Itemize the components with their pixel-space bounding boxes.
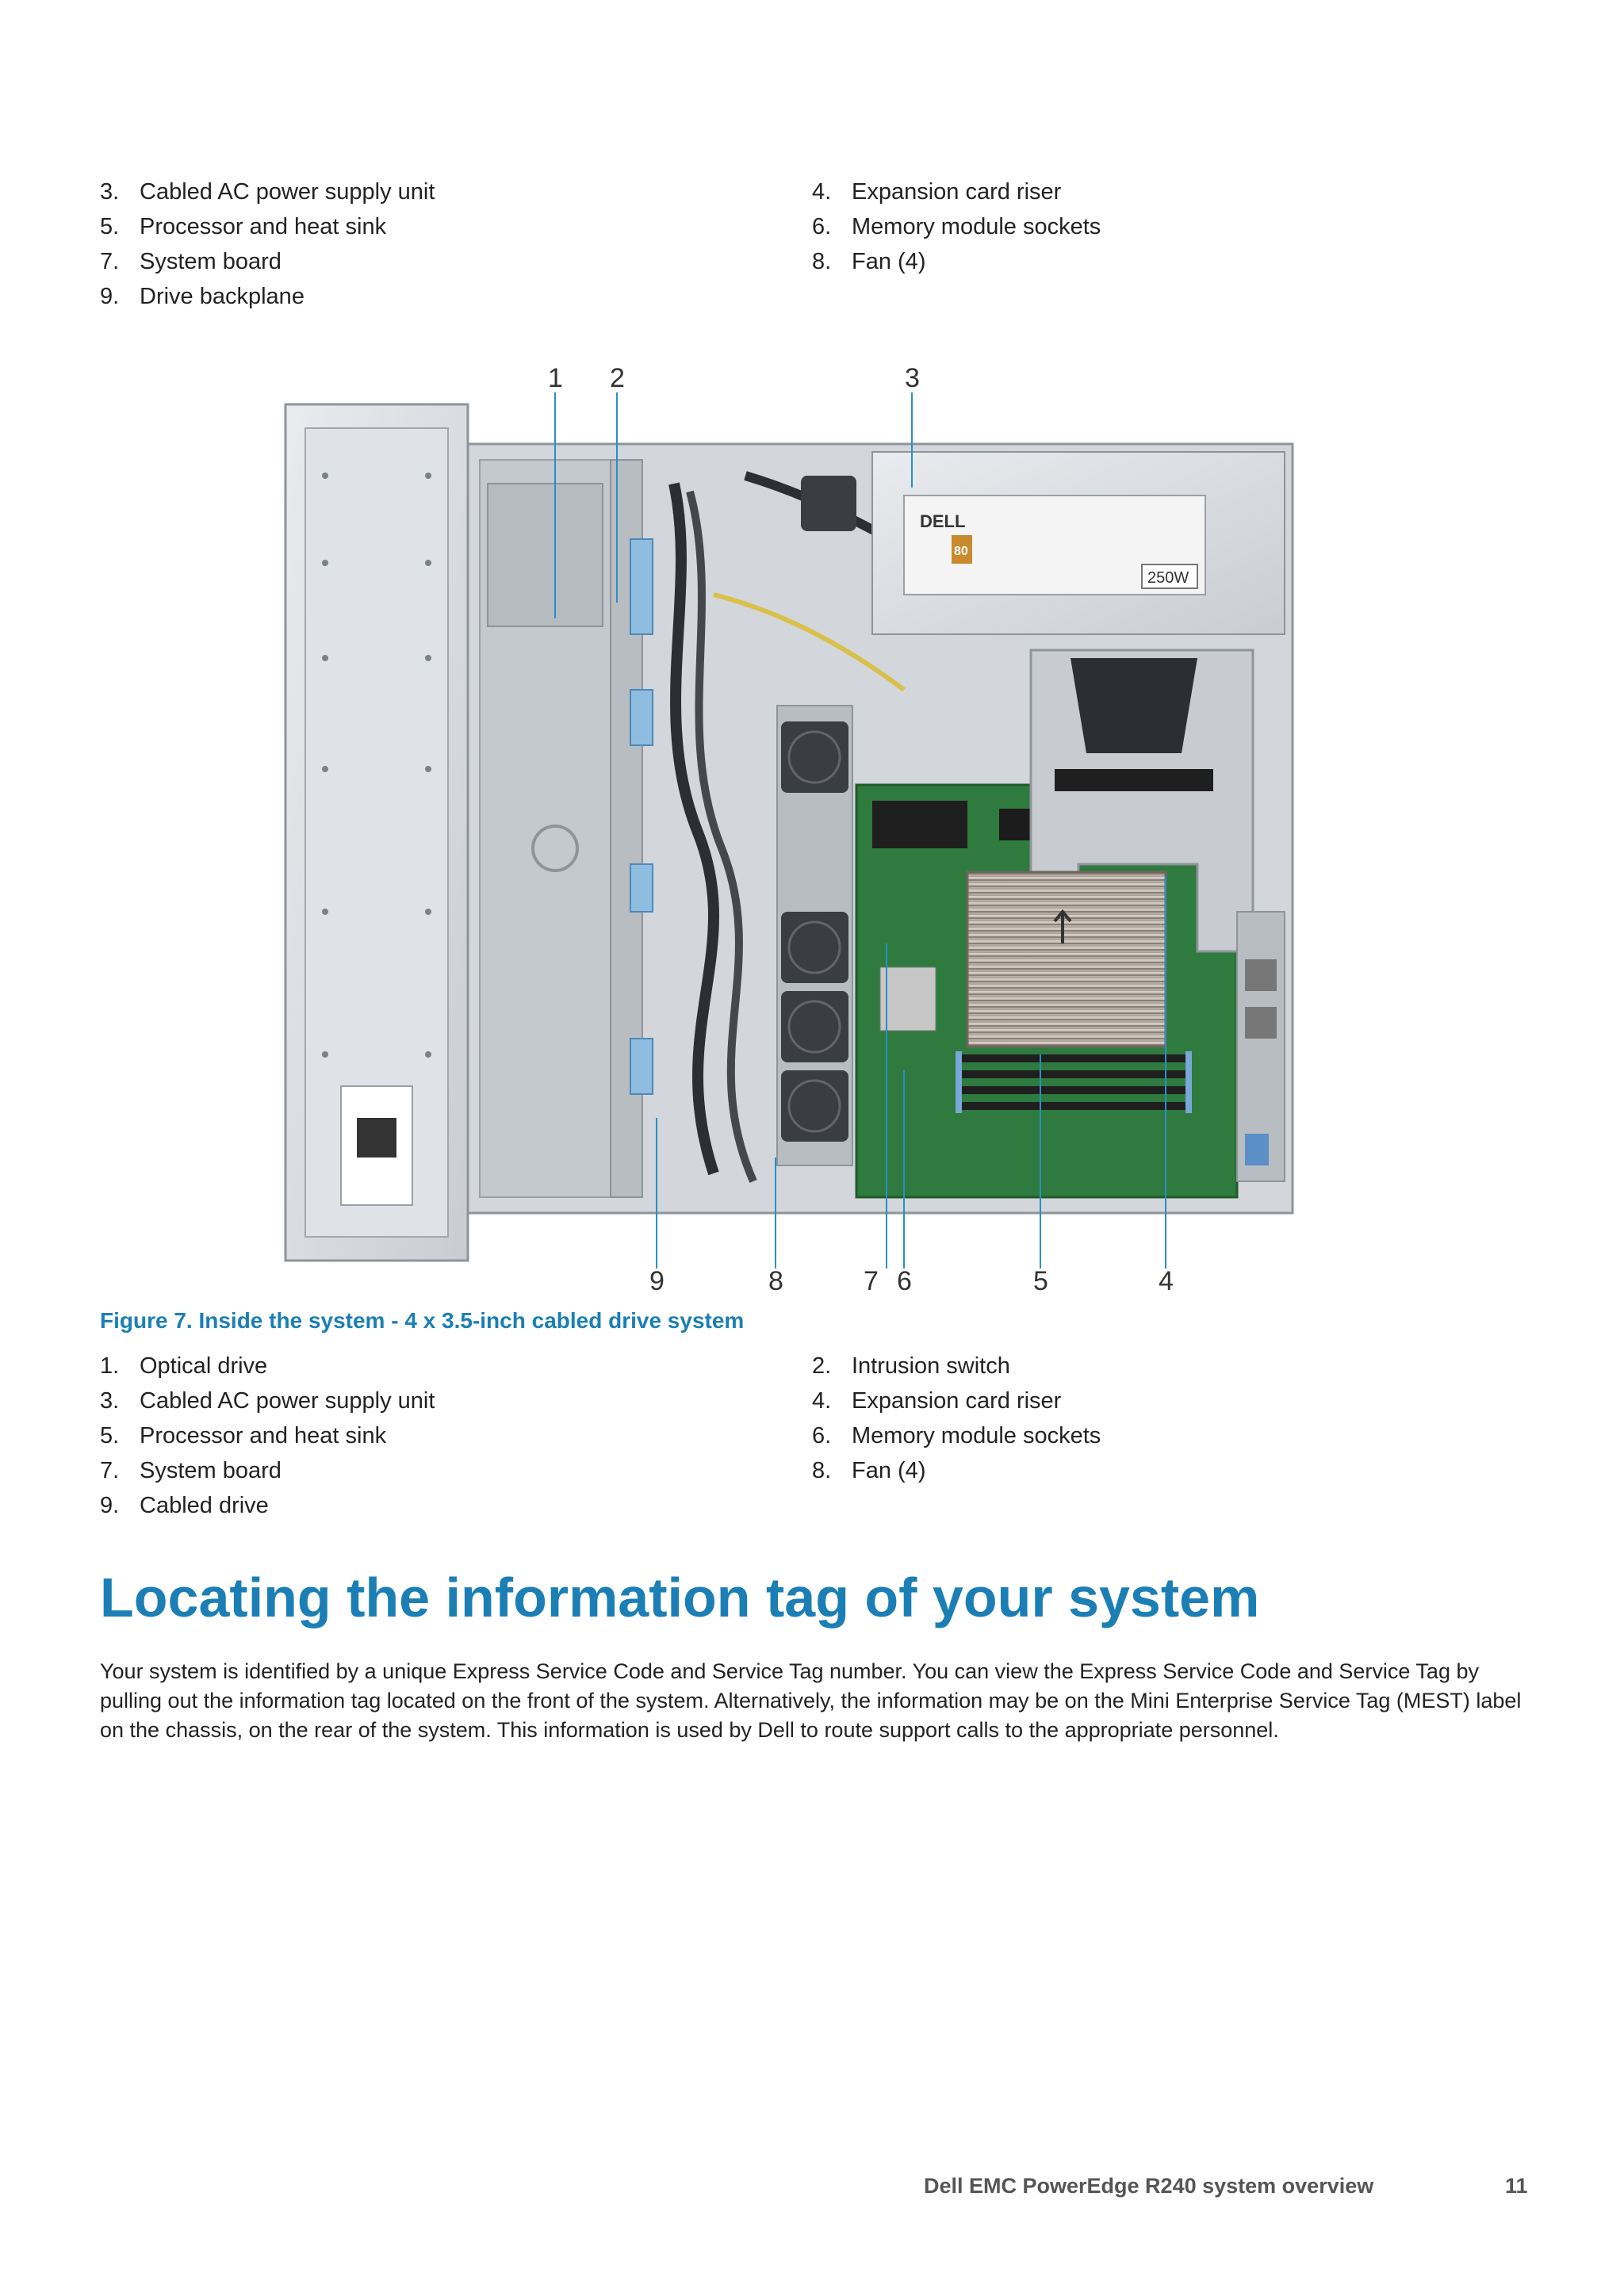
callout-3: 3: [905, 363, 920, 393]
list-item: 7.System board: [100, 1458, 282, 1483]
callout-5: 5: [1033, 1266, 1048, 1292]
figure-caption: Figure 7. Inside the system - 4 x 3.5-in…: [100, 1308, 745, 1333]
callout-1: 1: [548, 363, 563, 393]
psu-wattage-label: 250W: [1147, 569, 1189, 587]
server-interior-figure: DELL 80 250W: [270, 357, 1364, 1292]
list-item: 5.Processor and heat sink: [100, 214, 387, 239]
list-item: 8.Fan (4): [812, 249, 926, 274]
list-item: 3.Cabled AC power supply unit: [100, 179, 435, 205]
list-item: 2.Intrusion switch: [812, 1353, 1010, 1379]
list-item: 7.System board: [100, 249, 282, 274]
callout-2: 2: [610, 363, 625, 393]
section-heading: Locating the information tag of your sys…: [100, 1567, 1260, 1628]
list-item: 4.Expansion card riser: [812, 179, 1062, 205]
server-interior-illustration: DELL 80 250W: [284, 363, 1294, 1292]
list-item: 1.Optical drive: [100, 1353, 268, 1379]
callout-8: 8: [768, 1266, 783, 1292]
callout-4: 4: [1159, 1266, 1174, 1292]
list-item: 6.Memory module sockets: [812, 1423, 1101, 1448]
page-number: 11: [1505, 2174, 1528, 2198]
component-list-bottom: 1.Optical drive 2.Intrusion switch 3.Cab…: [100, 1353, 1527, 1518]
list-item: 9.Drive backplane: [100, 284, 304, 309]
list-item: 9.Cabled drive: [100, 1493, 269, 1518]
list-item: 5.Processor and heat sink: [100, 1423, 387, 1448]
memory-module-sockets: [956, 1051, 1192, 1113]
callout-9: 9: [649, 1266, 665, 1292]
section-body: Your system is identified by a unique Ex…: [100, 1659, 1522, 1742]
callout-6: 6: [897, 1266, 912, 1292]
psu-rating-badge: 80: [954, 545, 968, 558]
component-list-top: 3.Cabled AC power supply unit 4.Expansio…: [100, 179, 1527, 309]
list-item: 8.Fan (4): [812, 1458, 926, 1483]
list-item: 6.Memory module sockets: [812, 214, 1101, 239]
processor-heat-sink: [966, 871, 1167, 1048]
optical-drive: [487, 483, 603, 627]
psu-fan: [801, 476, 856, 531]
list-item: 3.Cabled AC power supply unit: [100, 1388, 435, 1414]
psu-brand-logo: DELL: [920, 511, 965, 531]
callout-7: 7: [864, 1266, 879, 1292]
footer-title: Dell EMC PowerEdge R240 system overview: [924, 2174, 1374, 2198]
list-item: 4.Expansion card riser: [812, 1388, 1062, 1414]
